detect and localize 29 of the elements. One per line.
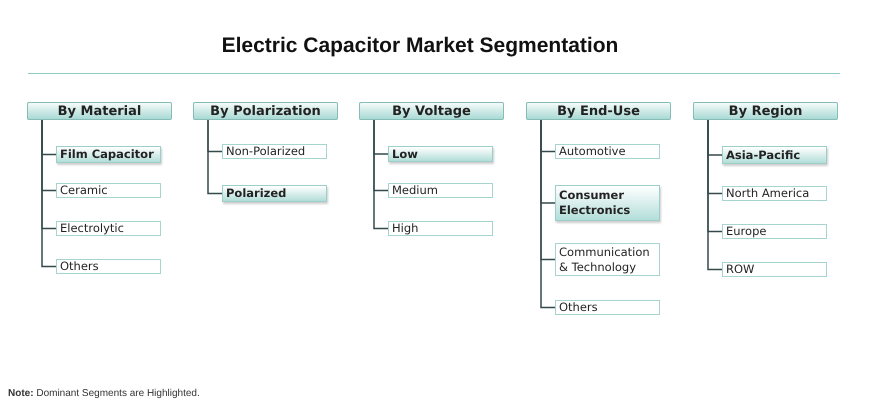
category-header: By Voltage — [359, 102, 504, 120]
segment-box: Electrolytic — [56, 221, 161, 236]
category-header: By Material — [27, 102, 172, 120]
category-header: By End-Use — [526, 102, 671, 120]
segment-box: Medium — [388, 183, 493, 198]
segment-box: Europe — [722, 224, 827, 239]
category-header: By Region — [693, 102, 838, 120]
segment-box: ROW — [722, 262, 827, 277]
highlighted-segment-box: Film Capacitor — [56, 146, 161, 163]
segment-box: Ceramic — [56, 183, 161, 198]
connector-line — [41, 120, 56, 268]
segment-box: Automotive — [555, 144, 660, 159]
highlighted-segment-box: Consumer Electronics — [555, 185, 660, 221]
segment-box: High — [388, 221, 493, 236]
category-header: By Polarization — [193, 102, 338, 120]
connector-line — [540, 120, 555, 308]
highlighted-segment-box: Polarized — [222, 185, 327, 202]
connector-line — [707, 120, 722, 270]
segment-box: Non-Polarized — [222, 144, 327, 159]
connector-line — [207, 120, 222, 194]
connector-line — [373, 120, 388, 230]
segment-box: Communication & Technology — [555, 243, 660, 276]
segment-box: North America — [722, 186, 827, 201]
footnote: Note: Dominant Segments are Highlighted. — [8, 388, 200, 399]
segment-box: Others — [555, 300, 660, 315]
diagram-title: Electric Capacitor Market Segmentation — [220, 34, 620, 58]
highlighted-segment-box: Low — [388, 146, 493, 162]
segment-box: Others — [56, 259, 161, 274]
highlighted-segment-box: Asia-Pacific — [722, 146, 827, 164]
